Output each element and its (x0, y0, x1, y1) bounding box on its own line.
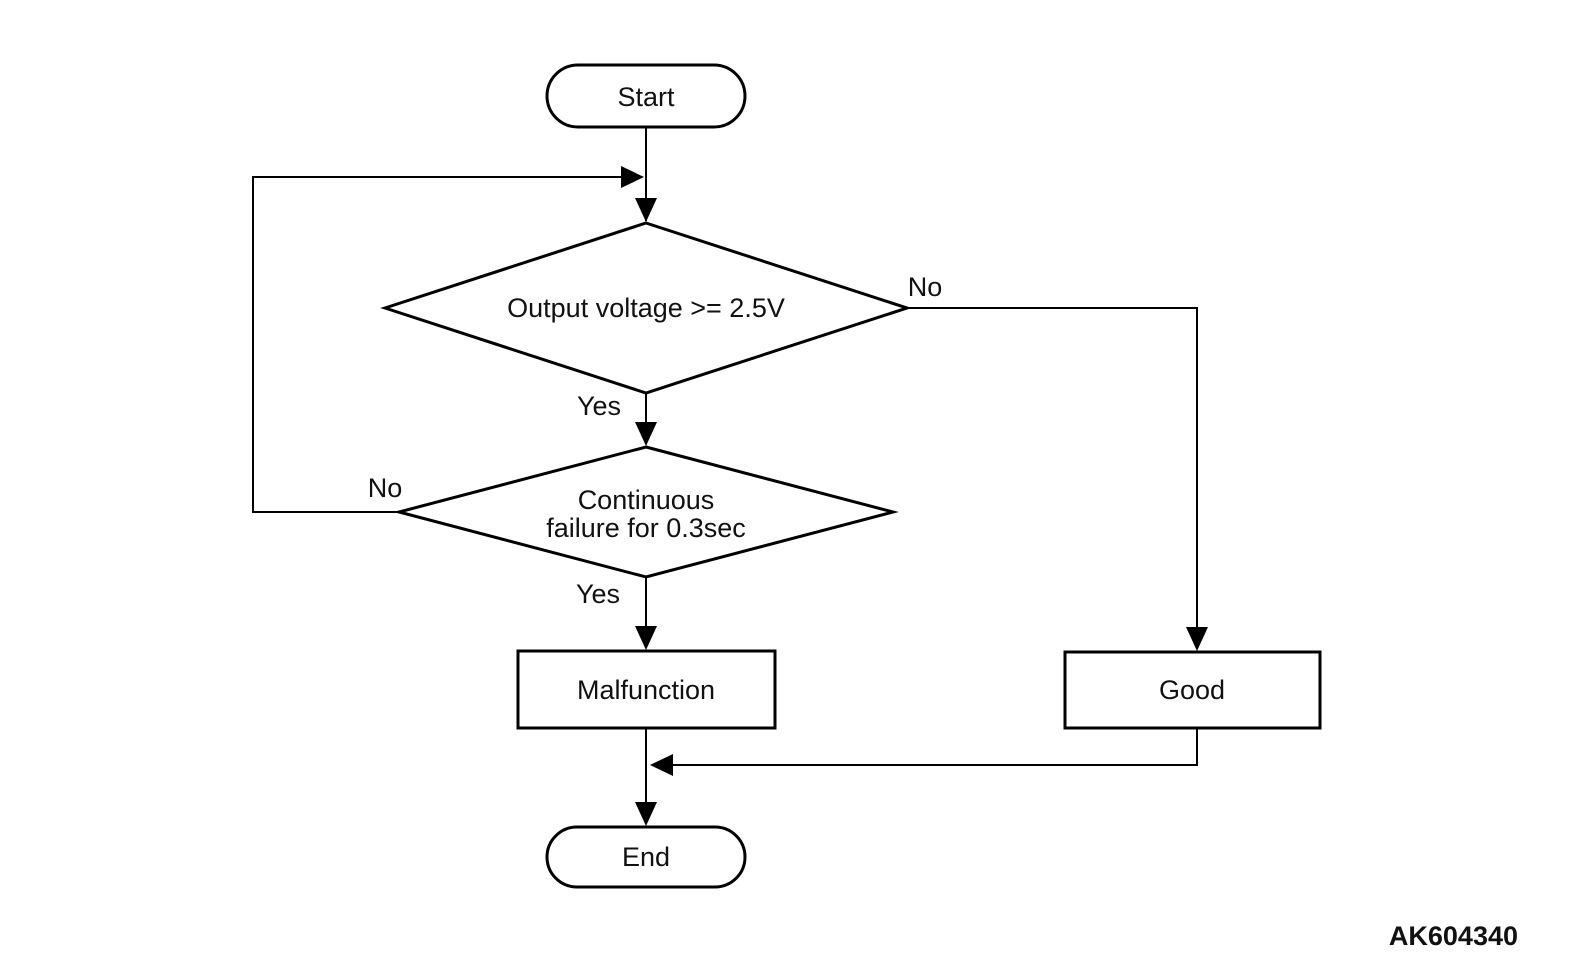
malfunction-node (516, 649, 777, 730)
arrowhead-into-malfunction (635, 626, 657, 650)
end-label: End (622, 842, 670, 872)
edge-label-failure-no: No (368, 473, 403, 503)
decision-failure-node (393, 445, 899, 579)
edge-label-failure-yes: Yes (576, 579, 620, 609)
start-node (545, 63, 747, 129)
edge-good-to-merge (672, 728, 1198, 766)
good-label: Good (1159, 675, 1225, 705)
arrowhead-into-decision2 (635, 422, 657, 446)
edge-voltage-no (907, 307, 1198, 629)
decision-voltage-node (380, 221, 912, 395)
decision-failure-label-line1: Continuous (578, 485, 715, 515)
malfunction-label: Malfunction (577, 675, 715, 705)
arrowhead-loop-junction (621, 166, 644, 188)
end-node (545, 825, 747, 889)
arrowhead-merge-left (650, 754, 673, 776)
start-label: Start (617, 82, 675, 112)
edge-label-voltage-no: No (908, 272, 943, 302)
decision-failure-label-line2: failure for 0.3sec (546, 513, 746, 543)
edge-failure-no-loop (252, 176, 623, 513)
figure-code: AK604340 (1389, 921, 1518, 951)
decision-voltage-label: Output voltage >= 2.5V (507, 293, 785, 323)
good-node (1063, 650, 1322, 730)
arrowhead-into-decision1 (635, 198, 657, 222)
arrowhead-into-end (635, 802, 657, 826)
arrowhead-into-good (1186, 627, 1208, 651)
edge-label-voltage-yes: Yes (577, 391, 621, 421)
